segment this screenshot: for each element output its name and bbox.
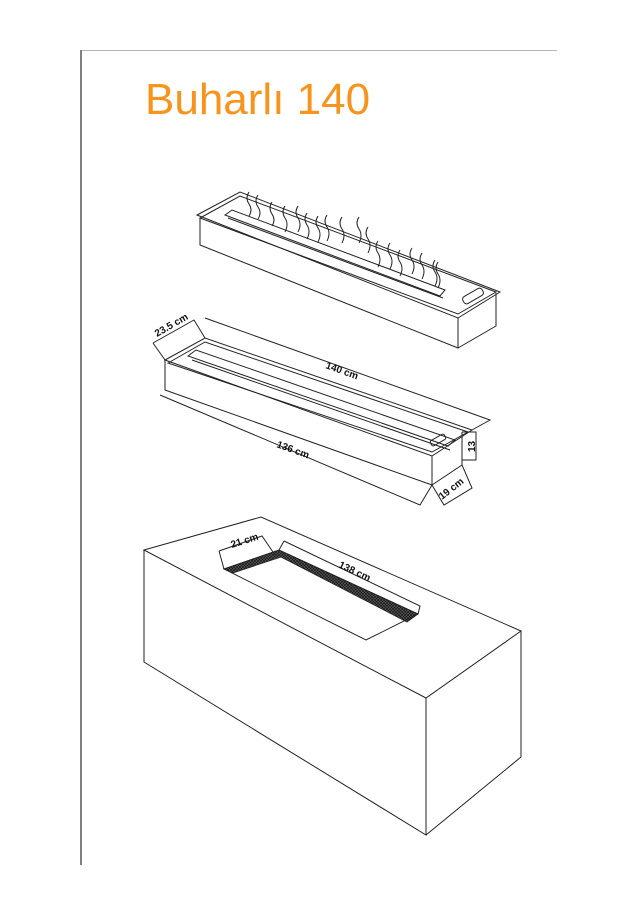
cutout-box-figure: 21 cm 138 cm [142, 516, 523, 836]
burner-perspective-figure [195, 191, 502, 349]
top-border-line [81, 50, 557, 51]
dim-length-top: 140 cm [324, 360, 360, 382]
page-title: Buharlı 140 [145, 75, 371, 124]
dim-cutout-width: 21 cm [230, 532, 260, 551]
dim-length-bottom: 136 cm [275, 439, 311, 461]
left-border-line [80, 50, 82, 865]
dim-depth-bottom: 19 cm [437, 476, 466, 502]
flame-lines [246, 191, 441, 289]
dim-height: 13 [467, 440, 478, 452]
